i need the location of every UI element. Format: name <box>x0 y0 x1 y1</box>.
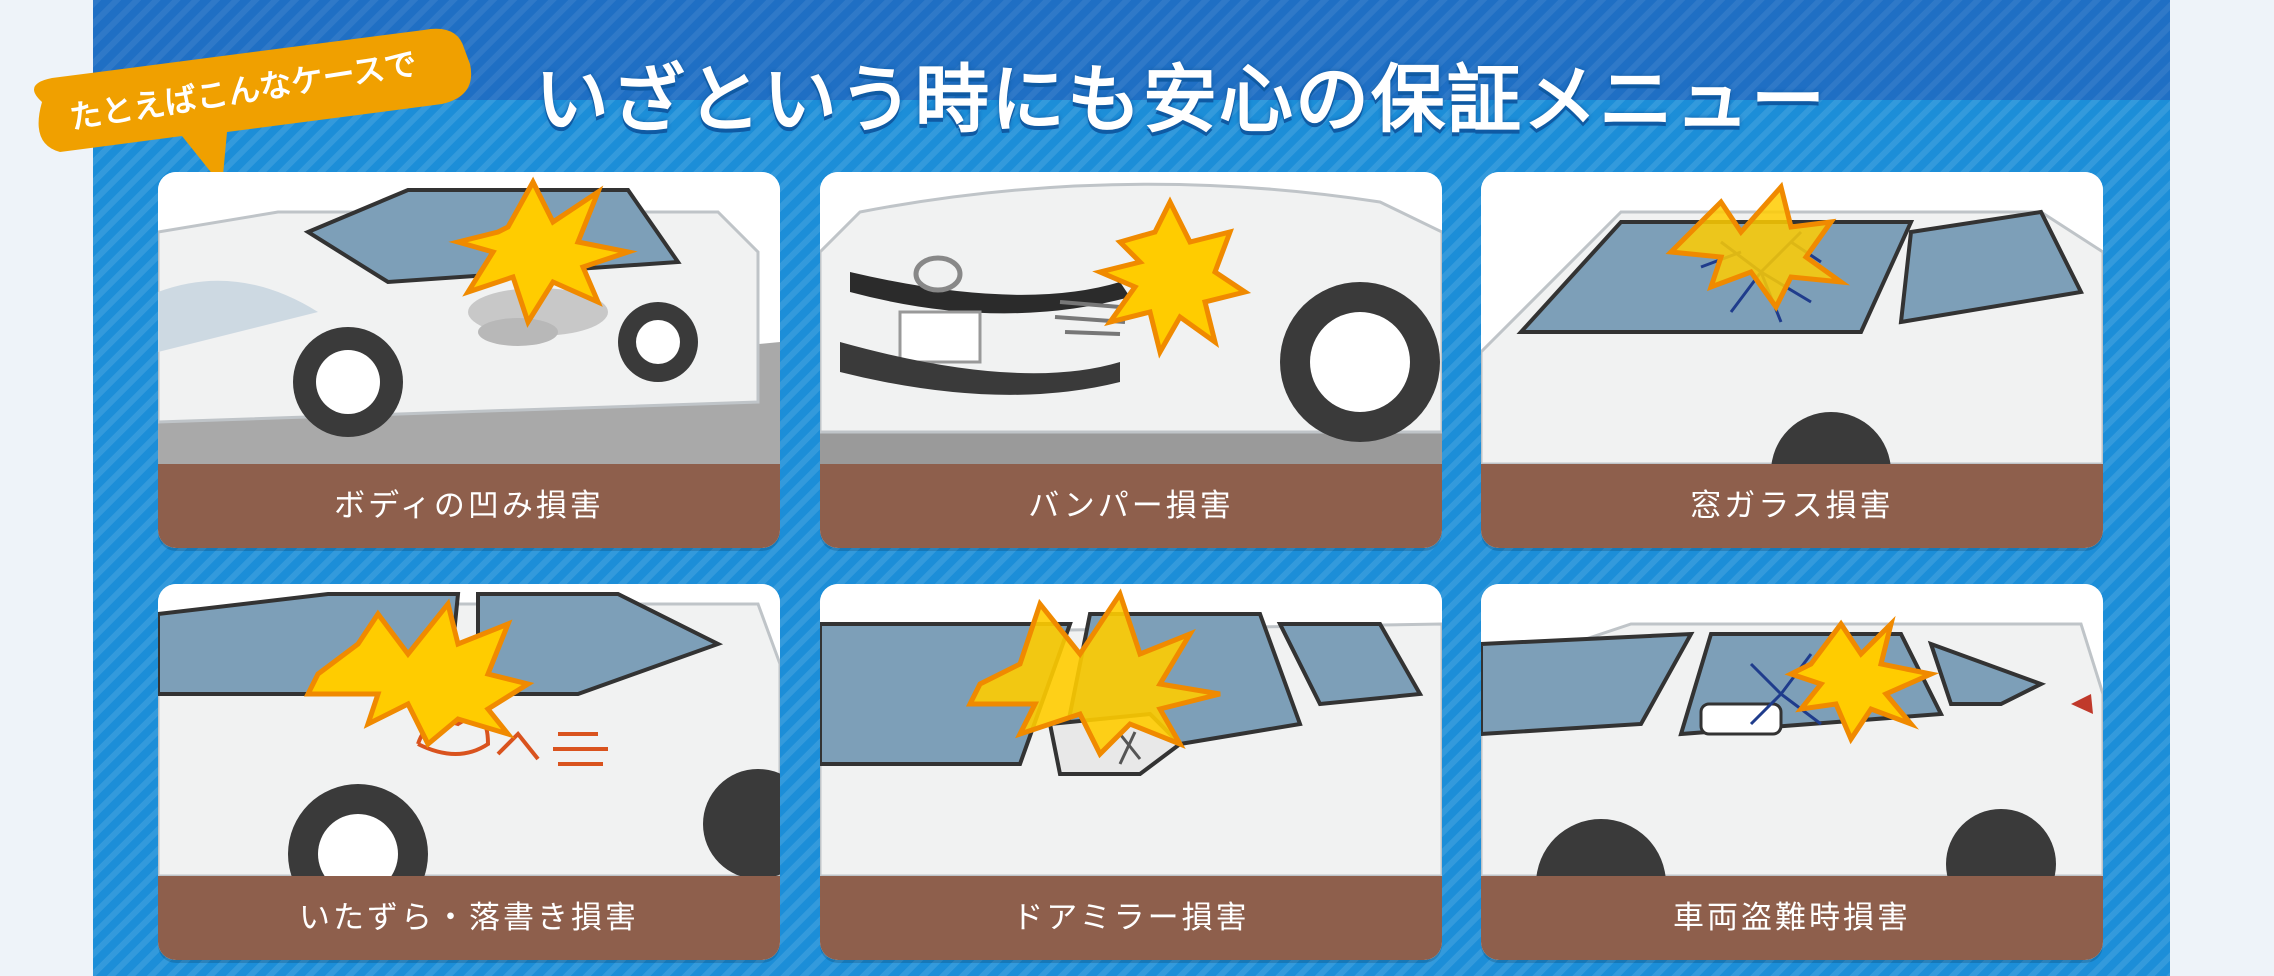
card-label: いたずら・落書き損害 <box>158 876 780 960</box>
card-body-dent: ボディの凹み損害 <box>158 172 780 548</box>
page-title: いざという時にも安心の保証メニュー <box>535 57 1827 143</box>
card-label: ドアミラー損害 <box>820 876 1442 960</box>
card-door-mirror: ドアミラー損害 <box>820 584 1442 960</box>
graffiti-car-icon <box>158 584 780 876</box>
card-bumper: バンパー損害 <box>820 172 1442 548</box>
card-label: バンパー損害 <box>820 464 1442 548</box>
card-windshield: 窓ガラス損害 <box>1481 172 2103 548</box>
dented-door-car-icon <box>158 172 780 464</box>
speech-bubble-icon <box>34 28 472 186</box>
speech-bubble: たとえばこんなケースで <box>12 24 482 194</box>
card-graffiti: いたずら・落書き損害 <box>158 584 780 960</box>
card-theft: 車両盗難時損害 <box>1481 584 2103 960</box>
broken-door-mirror-icon <box>820 584 1442 876</box>
card-label: 車両盗難時損害 <box>1481 876 2103 960</box>
bumper-damage-car-icon <box>820 172 1442 464</box>
card-label: ボディの凹み損害 <box>158 464 780 548</box>
card-label: 窓ガラス損害 <box>1481 464 2103 548</box>
car-theft-broken-window-icon <box>1481 584 2103 876</box>
cracked-windshield-car-icon <box>1481 172 2103 464</box>
